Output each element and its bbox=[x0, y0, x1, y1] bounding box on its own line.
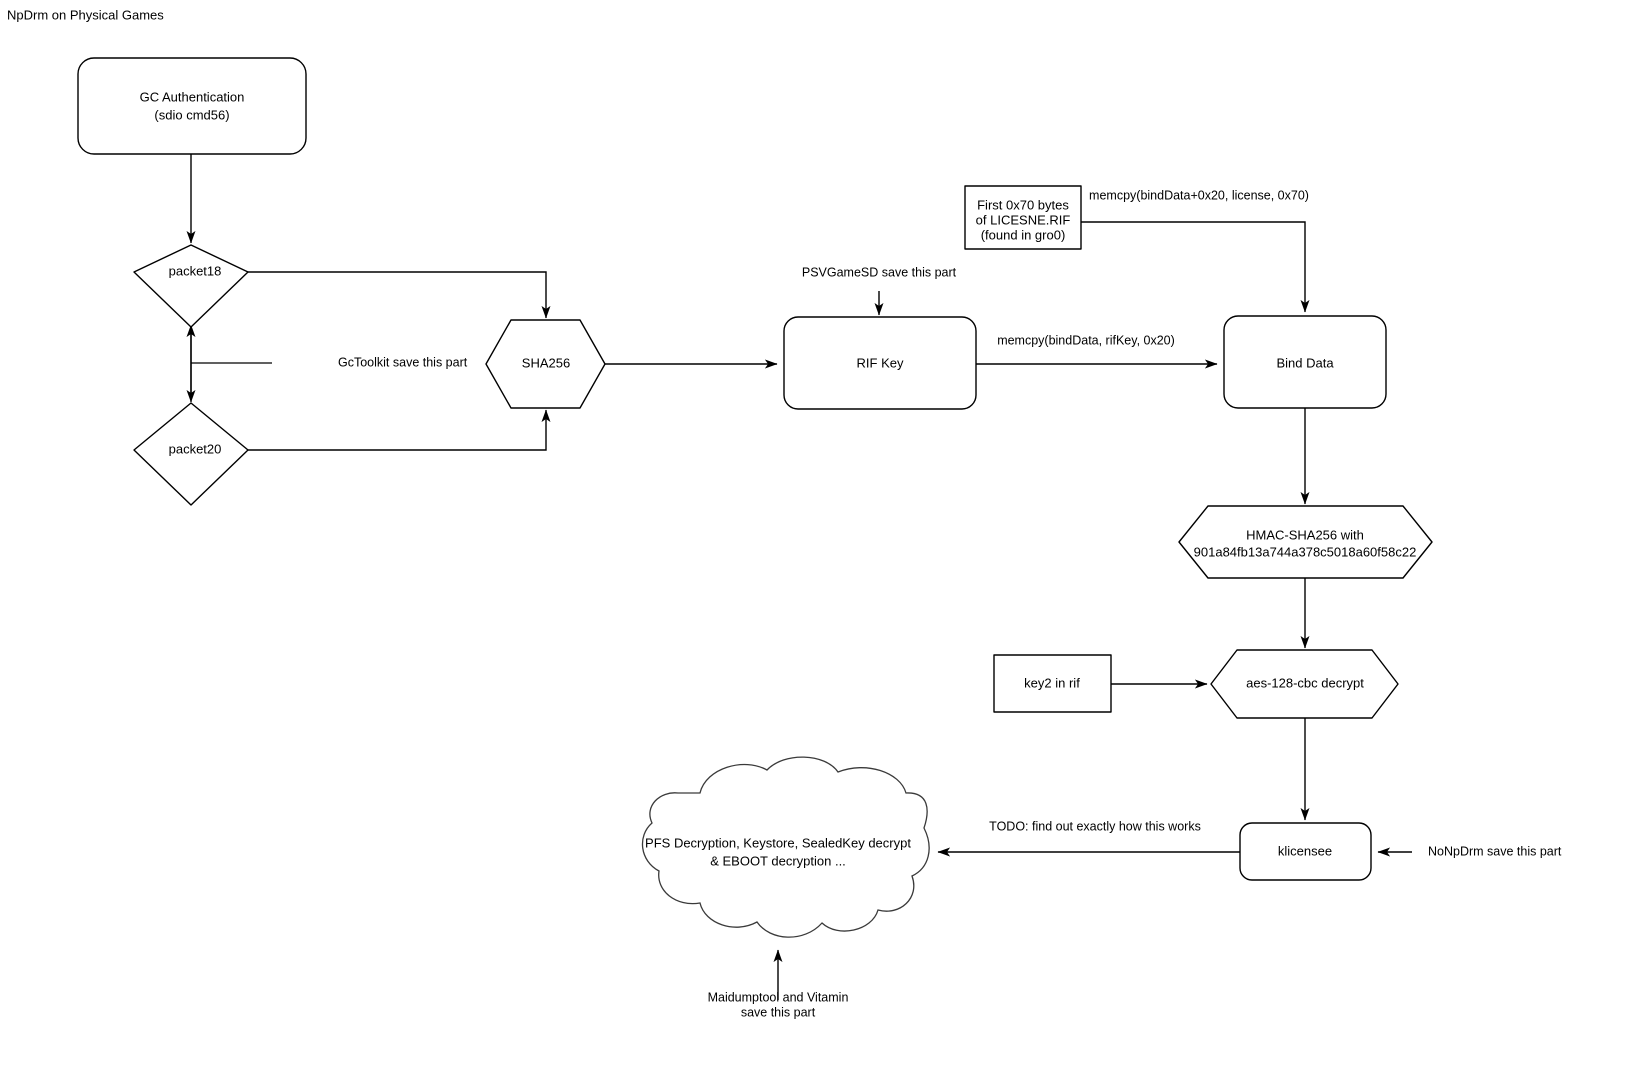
gc-authentication-shape bbox=[77, 57, 307, 155]
klicensee-label: klicensee bbox=[1278, 843, 1332, 858]
edge-licesne-to-binddata bbox=[1081, 221, 1310, 313]
gc-authentication-label-line2: (sdio cmd56) bbox=[154, 107, 229, 122]
rif-key-label: RIF Key bbox=[857, 355, 904, 370]
edge-label-gctoolkit: GcToolkit save this part bbox=[338, 355, 468, 369]
key2-in-rif-label: key2 in rif bbox=[1024, 675, 1080, 690]
licesne-rif-label-line2: of LICESNE.RIF bbox=[976, 212, 1071, 227]
aes-decrypt-label: aes-128-cbc decrypt bbox=[1246, 675, 1364, 690]
klicensee-shape bbox=[1239, 822, 1372, 881]
rif-key-shape bbox=[783, 316, 977, 410]
hmac-sha256-label-line1: HMAC-SHA256 with bbox=[1246, 527, 1364, 542]
node-klicensee[interactable]: klicensee bbox=[1239, 822, 1372, 881]
decryption-cloud-label-line2: & EBOOT decryption ... bbox=[710, 853, 846, 868]
page-title: NpDrm on Physical Games bbox=[7, 7, 164, 22]
node-aes-decrypt[interactable]: aes-128-cbc decrypt bbox=[1210, 649, 1399, 719]
node-hmac-sha256[interactable]: HMAC-SHA256 with 901a84fb13a744a378c5018… bbox=[1178, 505, 1433, 579]
node-sha256[interactable]: SHA256 bbox=[485, 319, 606, 409]
node-key2-in-rif[interactable]: key2 in rif bbox=[993, 654, 1112, 713]
edge-packet20-to-sha256 bbox=[247, 409, 551, 451]
bind-data-shape bbox=[1223, 315, 1387, 409]
node-rif-key[interactable]: RIF Key bbox=[783, 316, 977, 410]
decryption-cloud-label-line1: PFS Decryption, Keystore, SealedKey decr… bbox=[645, 835, 911, 850]
packet18-shape bbox=[133, 244, 249, 328]
node-gc-authentication[interactable]: GC Authentication (sdio cmd56) bbox=[77, 57, 307, 155]
hmac-sha256-shape bbox=[1178, 505, 1433, 579]
node-packet18[interactable]: packet18 bbox=[133, 244, 249, 328]
edge-label-maidumptool-line1: Maidumptool and Vitamin bbox=[708, 990, 849, 1004]
node-licesne-rif[interactable]: First 0x70 bytes of LICESNE.RIF (found i… bbox=[964, 185, 1082, 250]
node-bind-data[interactable]: Bind Data bbox=[1223, 315, 1387, 409]
edge-label-memcpy-rifkey: memcpy(bindData, rifKey, 0x20) bbox=[997, 333, 1175, 347]
hmac-sha256-label-line2: 901a84fb13a744a378c5018a60f58c22 bbox=[1194, 544, 1417, 559]
edge-packet18-to-sha256 bbox=[247, 271, 551, 319]
packet20-label: packet20 bbox=[169, 441, 222, 456]
licesne-rif-label-line1: First 0x70 bytes bbox=[977, 197, 1069, 212]
edge-label-nonpdrm: NoNpDrm save this part bbox=[1428, 844, 1562, 858]
packet20-shape bbox=[133, 402, 249, 506]
packet18-label: packet18 bbox=[169, 263, 222, 278]
edge-label-maidumptool-line2: save this part bbox=[741, 1005, 816, 1019]
edge-label-todo: TODO: find out exactly how this works bbox=[989, 819, 1201, 833]
licesne-rif-shape bbox=[964, 185, 1082, 250]
node-decryption-cloud[interactable]: PFS Decryption, Keystore, SealedKey decr… bbox=[641, 756, 930, 938]
aes-decrypt-shape bbox=[1210, 649, 1399, 719]
key2-in-rif-shape bbox=[993, 654, 1112, 713]
bind-data-label: Bind Data bbox=[1276, 355, 1334, 370]
gc-authentication-label-line1: GC Authentication bbox=[140, 89, 245, 104]
sha256-label: SHA256 bbox=[522, 355, 570, 370]
edge-label-memcpy-license: memcpy(bindData+0x20, license, 0x70) bbox=[1089, 188, 1309, 202]
decryption-cloud-shape bbox=[641, 756, 930, 938]
licesne-rif-label-line3: (found in gro0) bbox=[981, 227, 1066, 242]
edge-label-psvgamesd: PSVGameSD save this part bbox=[802, 265, 957, 279]
sha256-shape bbox=[485, 319, 606, 409]
node-packet20[interactable]: packet20 bbox=[133, 402, 249, 506]
